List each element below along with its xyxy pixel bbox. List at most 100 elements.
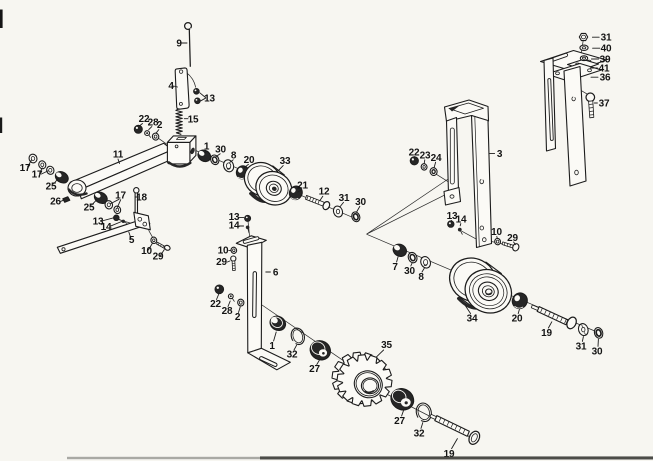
- lock-washer-30-lower: [593, 327, 604, 339]
- washer-10-left: [150, 236, 158, 245]
- part-label-27: 27: [394, 416, 405, 427]
- part-label-2: 2: [157, 120, 163, 131]
- part-label-35: 35: [381, 340, 392, 351]
- part-label-4: 4: [168, 81, 174, 92]
- fasteners-22-23-24: [409, 156, 438, 177]
- scan-artifacts: [0, 9, 653, 460]
- sprocket-35: [331, 351, 393, 407]
- roller-27-upper: [309, 340, 332, 361]
- part-label-29: 29: [507, 233, 518, 244]
- retaining-ring-32-upper: [290, 327, 305, 346]
- part-label-30: 30: [404, 266, 415, 277]
- part-label-1: 1: [204, 142, 210, 153]
- tension-arm-11: [67, 142, 175, 200]
- belt-pulley-33: [243, 161, 293, 206]
- lock-washer-30-after-12: [351, 211, 361, 223]
- part-label-29: 29: [216, 257, 227, 268]
- lock-washer-30-bracket3: [407, 251, 418, 264]
- part-label-22: 22: [210, 299, 221, 310]
- leader-lines: [27, 36, 601, 450]
- washer-17-group-lower: [104, 200, 122, 215]
- retaining-ring-32-lower: [415, 402, 432, 423]
- part-label-19: 19: [541, 328, 552, 339]
- part-label-18: 18: [136, 193, 147, 204]
- part-label-14: 14: [229, 221, 240, 232]
- bolt-18: [133, 187, 140, 216]
- pull-rod-9: [183, 21, 193, 67]
- part-label-10: 10: [491, 227, 502, 238]
- part-label-13: 13: [93, 217, 104, 228]
- bushing-7: [392, 243, 408, 258]
- part-label-2: 2: [235, 312, 241, 323]
- part-label-21: 21: [297, 181, 308, 192]
- part-label-29: 29: [153, 252, 164, 263]
- bracket-6: [235, 235, 291, 371]
- part-label-6: 6: [273, 268, 279, 279]
- part-label-1: 1: [269, 341, 275, 352]
- part-label-33: 33: [280, 156, 291, 167]
- part-label-8: 8: [418, 272, 424, 283]
- bearing-nut-21: [288, 185, 303, 201]
- part-label-17: 17: [32, 170, 43, 181]
- part-label-32: 32: [287, 350, 298, 361]
- part-label-30: 30: [592, 347, 603, 358]
- part-label-25: 25: [46, 182, 57, 193]
- bolt-12: [305, 194, 331, 211]
- link-bar-4: [174, 67, 190, 110]
- roller-27-lower: [390, 388, 415, 411]
- part-label-11: 11: [113, 150, 124, 161]
- part-label-20: 20: [512, 314, 523, 325]
- part-label-25: 25: [84, 203, 95, 214]
- washer-8-bracket3: [420, 256, 432, 269]
- axle-bolt-19-lower: [429, 413, 481, 445]
- bolt-29-mid: [230, 255, 237, 271]
- part-label-9: 9: [176, 39, 182, 50]
- part-label-22: 22: [139, 114, 150, 125]
- part-label-32: 32: [414, 429, 425, 440]
- clevis-block: [166, 135, 197, 168]
- part-label-28: 28: [148, 118, 159, 129]
- part-label-14: 14: [456, 215, 467, 226]
- washer-31-lower: [577, 323, 589, 337]
- part-label-13: 13: [204, 94, 215, 105]
- part-label-7: 7: [392, 262, 398, 273]
- part-label-14: 14: [101, 222, 112, 233]
- part-label-10: 10: [218, 246, 229, 257]
- part-label-39: 39: [600, 55, 611, 66]
- part-label-28: 28: [222, 306, 233, 317]
- pin-26: [62, 196, 71, 203]
- part-label-31: 31: [339, 193, 350, 204]
- part-label-30: 30: [215, 145, 226, 156]
- belt-pulley-34: [449, 257, 513, 314]
- part-label-20: 20: [244, 155, 255, 166]
- part-label-15: 15: [188, 115, 199, 126]
- washer-10-right: [494, 237, 502, 246]
- bracket-3: [443, 99, 493, 249]
- part-label-17: 17: [115, 191, 126, 202]
- part-label-27: 27: [309, 364, 320, 375]
- bushing-1-lower: [269, 315, 287, 332]
- part-label-40: 40: [601, 44, 612, 55]
- nuts-13-top: [193, 88, 201, 105]
- nut-13-screw-14-right: [447, 220, 463, 235]
- axle-bolt-19-upper: [530, 304, 577, 330]
- part-label-8: 8: [231, 151, 237, 162]
- washer-31-upper: [332, 205, 344, 218]
- stack-31-40-39: [578, 32, 589, 62]
- part-label-17: 17: [20, 163, 31, 174]
- part-label-37: 37: [599, 99, 610, 110]
- bolt-37: [585, 92, 596, 119]
- bushing-25-left: [54, 171, 69, 184]
- spring-15: [175, 108, 183, 135]
- part-label-13: 13: [447, 211, 458, 222]
- part-label-19: 19: [444, 449, 455, 460]
- part-label-22: 22: [409, 148, 420, 159]
- flat-bar-5: [56, 211, 151, 254]
- part-label-10: 10: [141, 246, 152, 257]
- bearing-nut-20-lower: [511, 292, 528, 310]
- nut-13-screw-14-mid: [244, 214, 252, 234]
